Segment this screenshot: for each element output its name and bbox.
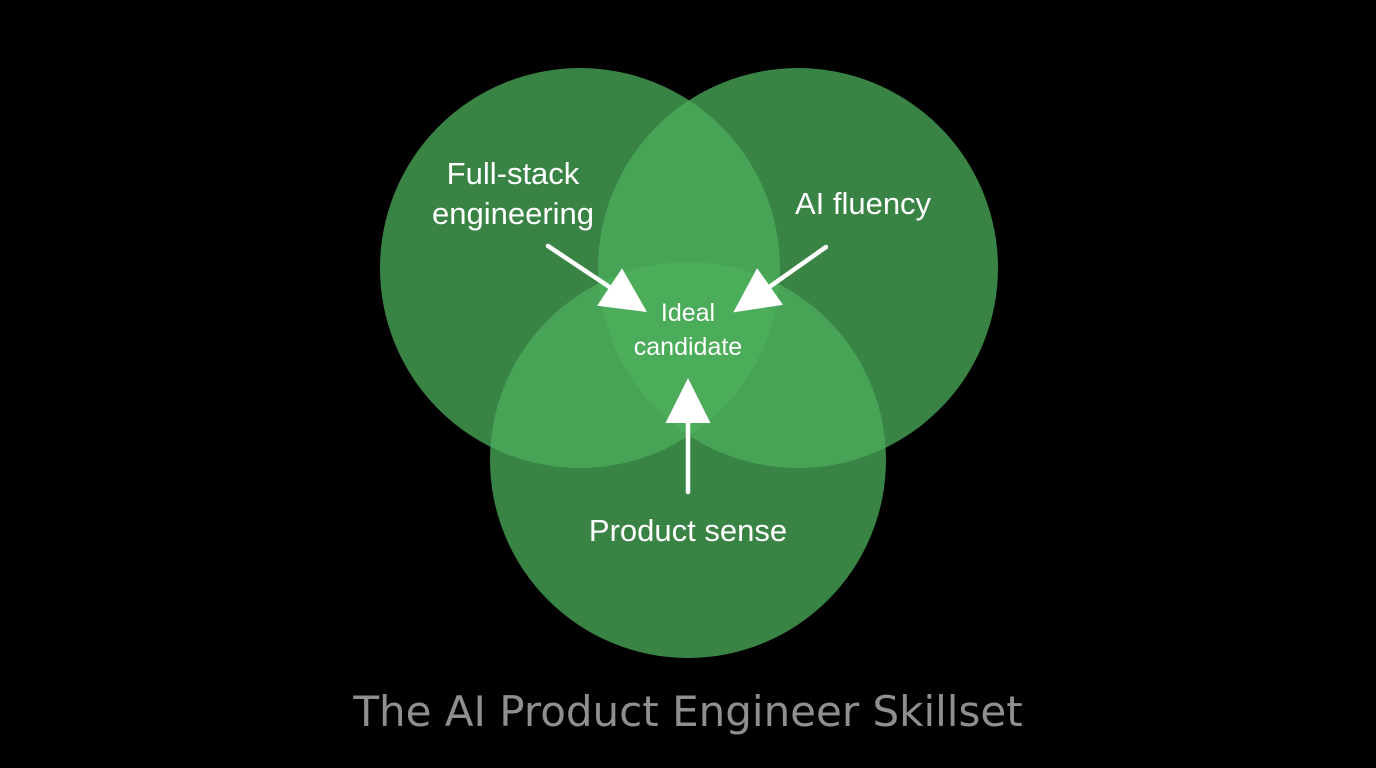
label-full-stack-line1: Full-stack	[447, 156, 580, 191]
label-full-stack-line2: engineering	[432, 196, 594, 231]
label-ideal-line2: candidate	[634, 333, 742, 361]
slide-caption: The AI Product Engineer Skillset	[353, 687, 1023, 736]
arrow-from-ai-fluency	[733, 244, 829, 313]
label-ai-fluency: AI fluency	[795, 186, 932, 221]
label-ideal-line1: Ideal	[661, 299, 715, 327]
arrow-from-full-stack	[545, 243, 647, 312]
label-product-sense: Product sense	[589, 513, 787, 548]
